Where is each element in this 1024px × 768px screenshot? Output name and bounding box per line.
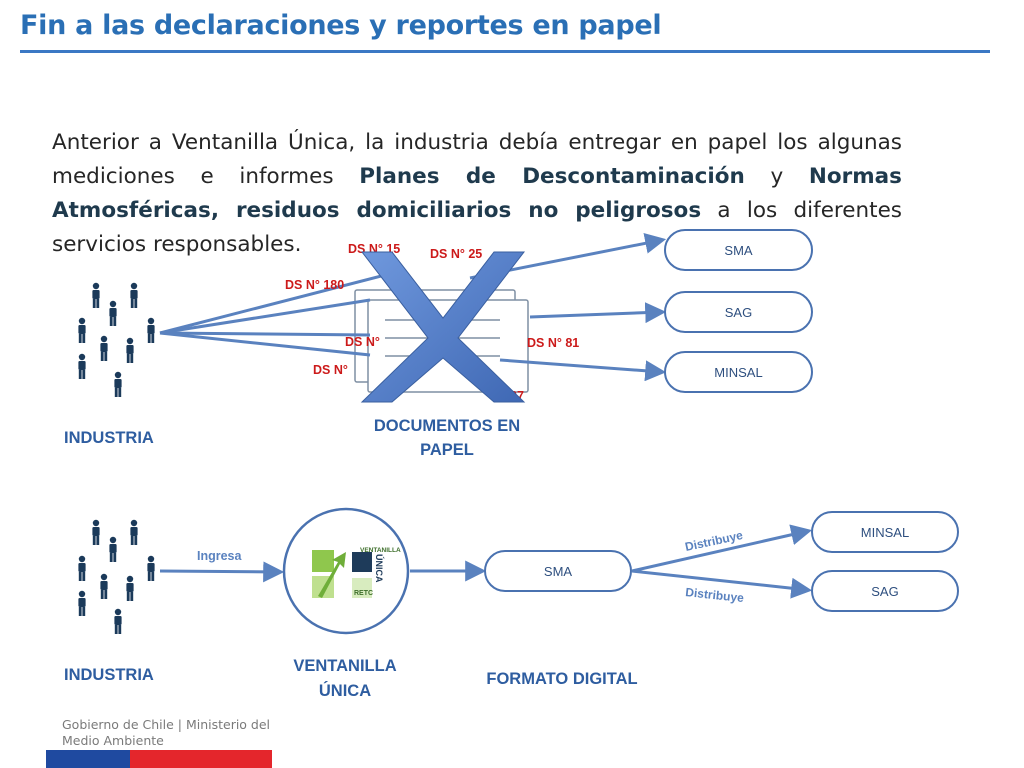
ingresa-label: Ingresa <box>197 549 243 563</box>
formato-digital-label: FORMATO DIGITAL <box>486 670 637 688</box>
footer-line-1: Gobierno de Chile | Ministerio del <box>62 717 271 732</box>
logo-retc-text: RETC <box>354 590 373 597</box>
logo-ventanilla-text: VENTANILLA <box>360 547 401 554</box>
node-minsal-top: MINSAL <box>664 351 813 393</box>
footer-line-2: Medio Ambiente <box>62 733 164 748</box>
title-underline <box>20 50 990 53</box>
ds-label: DS N° 25 <box>430 247 482 261</box>
node-label: MINSAL <box>861 525 909 540</box>
intro-paragraph: Anterior a Ventanilla Única, la industri… <box>52 126 902 262</box>
sma-to-minsal-arrow <box>631 524 813 573</box>
flag-blue-block <box>46 750 130 768</box>
intro-text-1: Anterior a Ventanilla Única, la industri… <box>52 130 902 189</box>
ds-label: DS N° <box>313 363 348 377</box>
intro-bold-2: Normas Atmosféricas, residuos domiciliar… <box>52 164 902 223</box>
distribuye-label-bottom: Distribuye <box>685 585 745 605</box>
distribuye-label-top: Distribuye <box>684 528 745 554</box>
intro-text-3: a los diferentes servicios responsables. <box>52 198 902 257</box>
node-label: SAG <box>725 305 752 320</box>
industria-to-docs-arrow-2 <box>159 298 371 335</box>
ingresa-arrow <box>159 561 285 583</box>
ventanilla-label-line1: VENTANILLA <box>293 657 396 675</box>
footer-ministry: Gobierno de Chile | Ministerio del Medio… <box>62 717 292 749</box>
industria-to-docs-arrow-1 <box>159 273 386 335</box>
logo-unica-text: ÚNICA <box>374 554 385 583</box>
docs-to-sag-arrow <box>529 302 667 324</box>
node-label: SMA <box>544 564 573 579</box>
node-sma-top: SMA <box>664 229 813 271</box>
ds-label: DS N° 180 <box>285 278 344 292</box>
industria-label-top: INDUSTRIA <box>64 429 154 447</box>
industria-label-bottom: INDUSTRIA <box>64 666 154 684</box>
ventanilla-unica-logo: VENTANILLA RETC ÚNICA <box>282 507 410 635</box>
documents-label-line2: PAPEL <box>420 441 474 459</box>
node-sag-bottom: SAG <box>811 570 959 612</box>
chile-flag-bar <box>46 750 272 768</box>
node-label: MINSAL <box>714 365 762 380</box>
intro-bold-1: Planes de Descontaminación <box>359 164 745 189</box>
industria-people-bottom <box>78 519 155 634</box>
node-sag-top: SAG <box>664 291 813 333</box>
industria-to-docs-arrow-3 <box>159 331 371 337</box>
node-minsal-bottom: MINSAL <box>811 511 959 553</box>
cross-out-x-icon <box>360 251 526 403</box>
flag-red-block <box>130 750 272 768</box>
ds-label: DS N° 81 <box>527 336 579 350</box>
ventanilla-label-line2: ÚNICA <box>319 681 371 700</box>
ds-label: DS N° <box>345 335 380 349</box>
node-sma-bottom: SMA <box>484 550 632 592</box>
page-title: Fin a las declaraciones y reportes en pa… <box>20 10 662 41</box>
industria-to-docs-arrow-4 <box>159 331 371 357</box>
sma-to-sag-arrow <box>631 569 813 599</box>
docs-to-minsal-arrow <box>499 358 667 382</box>
documents-label-line1: DOCUMENTOS EN <box>374 417 520 435</box>
node-label: SAG <box>871 584 898 599</box>
industria-people-top <box>78 282 155 397</box>
intro-text-2: y <box>744 164 809 189</box>
node-label: SMA <box>724 243 753 258</box>
